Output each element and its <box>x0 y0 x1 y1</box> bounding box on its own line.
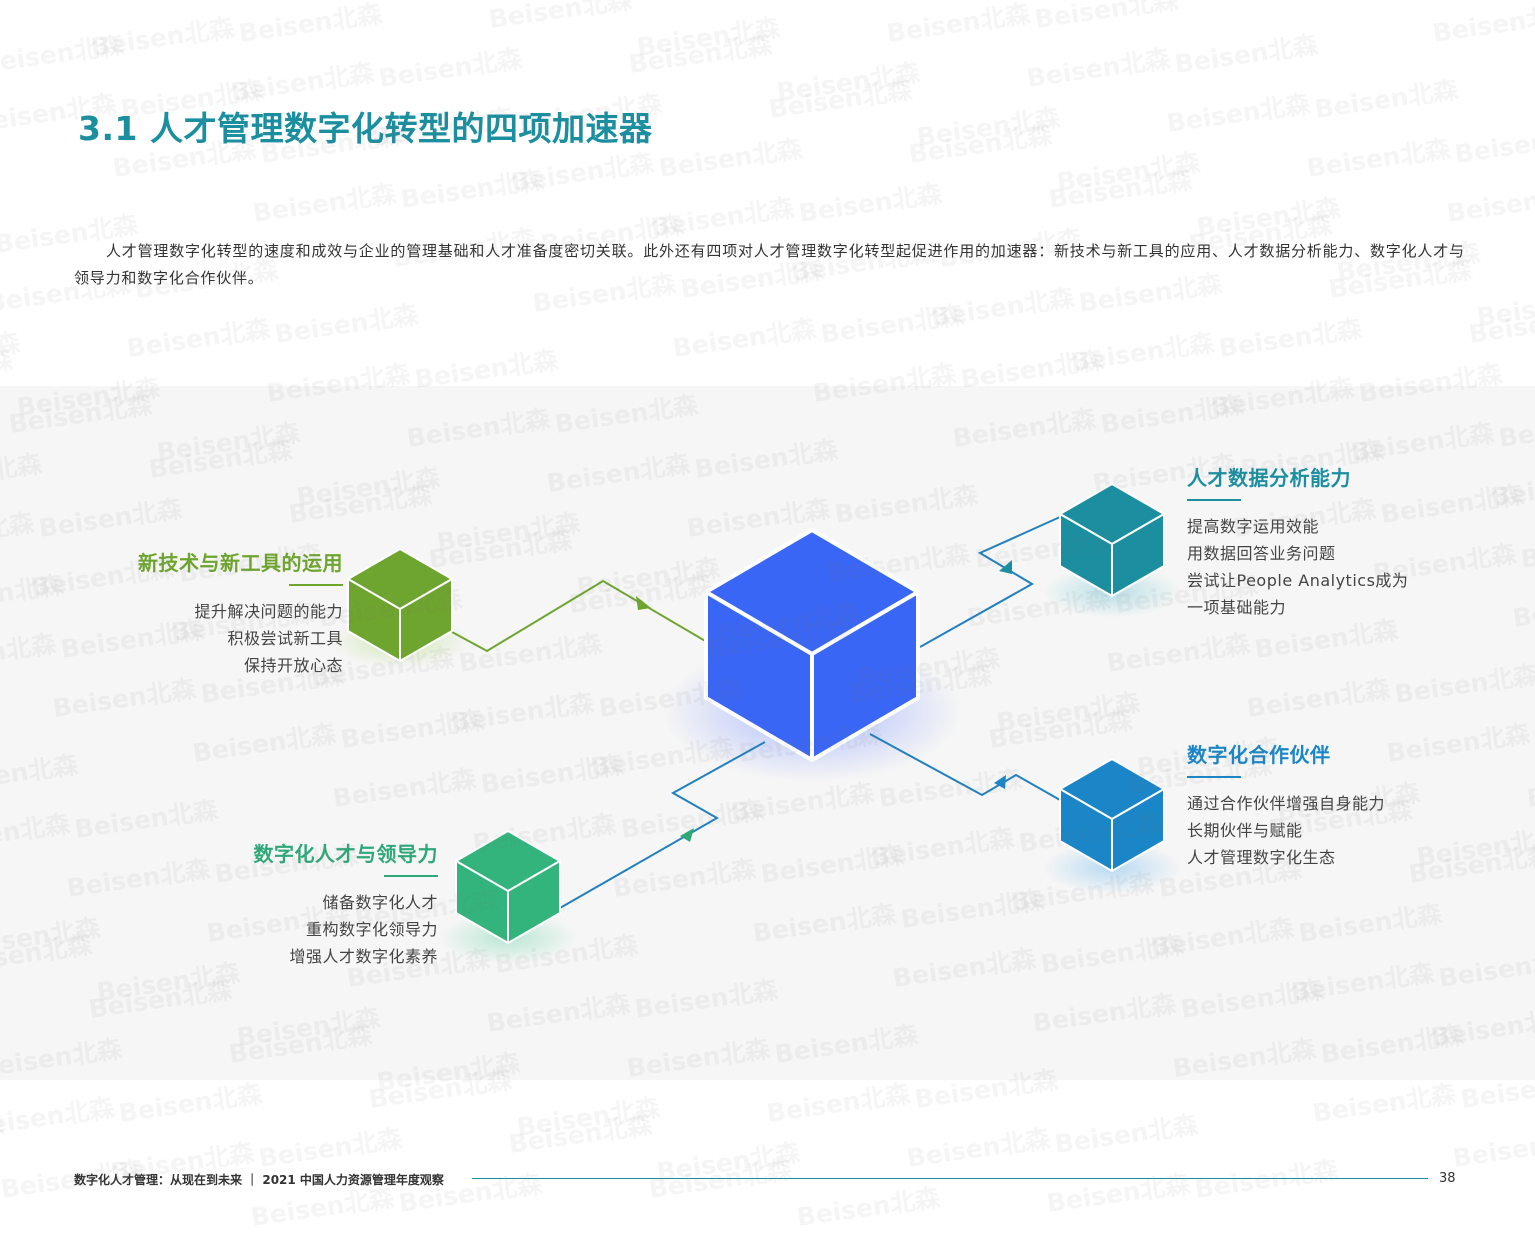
accelerator-new-tech: 新技术与新工具的运用 提升解决问题的能力 积极尝试新工具 保持开放心态 <box>138 547 343 679</box>
accelerator-item: 保持开放心态 <box>243 656 343 675</box>
accelerator-item: 提升解决问题的能力 <box>194 602 343 621</box>
arrow-partner <box>994 775 1006 789</box>
accelerator-item: 用数据回答业务问题 <box>1187 544 1336 563</box>
connector-talent <box>559 741 766 909</box>
accelerator-item: 尝试让People Analytics成为 <box>1187 571 1409 590</box>
accelerator-item: 人才管理数字化生态 <box>1187 848 1336 867</box>
accelerator-items: 通过合作伙伴增强自身能力 长期伙伴与赋能 人才管理数字化生态 <box>1187 790 1385 871</box>
intro-paragraph: 人才管理数字化转型的速度和成效与企业的管理基础和人才准备度密切关联。此外还有四项… <box>74 242 1465 287</box>
accelerator-data-analysis: 人才数据分析能力 提高数字运用效能 用数据回答业务问题 尝试让People An… <box>1187 462 1408 621</box>
page-title: 3.1 人才管理数字化转型的四项加速器 <box>78 109 653 148</box>
accelerator-title: 数字化人才与领导力 <box>253 842 438 866</box>
partner-cube <box>1059 758 1165 872</box>
accelerator-title: 数字化合作伙伴 <box>1187 743 1331 767</box>
accelerator-talent: 数字化人才与领导力 储备数字化人才 重构数字化领导力 增强人才数字化素养 <box>253 838 439 970</box>
data-analysis-cube <box>1059 483 1165 597</box>
footer-text: 数字化人才管理：从现在到未来 ｜ 2021 中国人力资源管理年度观察 <box>74 1173 444 1187</box>
connector-data-analysis <box>919 516 1061 648</box>
accelerator-rule <box>1187 776 1241 778</box>
center-cube <box>704 528 920 762</box>
accelerator-title: 人才数据分析能力 <box>1187 466 1351 490</box>
accelerator-item: 储备数字化人才 <box>322 893 438 912</box>
accelerator-items: 储备数字化人才 重构数字化领导力 增强人才数字化素养 <box>254 889 439 970</box>
accelerator-item: 增强人才数字化素养 <box>289 947 438 966</box>
arrow-data-analysis <box>999 560 1012 574</box>
connector-new-tech <box>451 579 708 653</box>
accelerator-item: 长期伙伴与赋能 <box>1187 821 1303 840</box>
accelerator-items: 提升解决问题的能力 积极尝试新工具 保持开放心态 <box>138 598 343 679</box>
accelerator-rule <box>289 584 343 586</box>
accelerator-item: 通过合作伙伴增强自身能力 <box>1187 794 1386 813</box>
accelerator-item: 积极尝试新工具 <box>227 629 343 648</box>
footer-divider <box>472 1178 1428 1179</box>
accelerator-title: 新技术与新工具的运用 <box>138 551 343 575</box>
accelerator-item: 重构数字化领导力 <box>305 920 438 939</box>
talent-cube <box>455 830 561 944</box>
arrow-talent <box>680 828 694 842</box>
accelerator-item: 提高数字运用效能 <box>1187 517 1320 536</box>
arrow-new-tech <box>636 596 651 610</box>
accelerator-rule <box>1187 499 1241 501</box>
accelerator-rule <box>384 875 438 877</box>
page-number: 38 <box>1439 1171 1456 1186</box>
new-tech-cube <box>347 548 453 662</box>
accelerator-partner: 数字化合作伙伴 通过合作伙伴增强自身能力 长期伙伴与赋能 人才管理数字化生态 <box>1187 739 1385 871</box>
accelerator-item: 一项基础能力 <box>1187 598 1287 617</box>
accelerator-items: 提高数字运用效能 用数据回答业务问题 尝试让People Analytics成为… <box>1187 513 1408 621</box>
